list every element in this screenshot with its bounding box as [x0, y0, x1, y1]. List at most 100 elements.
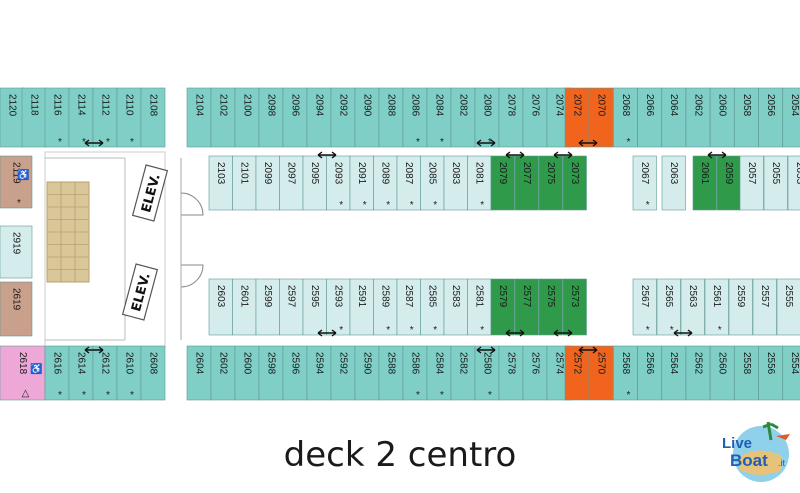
cabin-box	[402, 345, 428, 401]
cabin-number: 2062	[692, 94, 703, 117]
cabin-2073: 2073	[562, 155, 587, 211]
cabin-number: 2110	[123, 94, 134, 116]
cabin-2554: 2554	[782, 345, 800, 401]
star-mark: *	[363, 200, 367, 211]
cabin-2075: 2075	[538, 155, 563, 211]
cabin-box	[564, 87, 590, 148]
cabin-2070: 2070	[588, 87, 614, 148]
cabin-number: 2075	[545, 162, 556, 185]
cabin-number: 2616	[51, 352, 62, 375]
cabin-2616: 2616 *	[44, 345, 70, 401]
cabin-number: 2119	[10, 162, 21, 184]
elevator-lower: ELEV.	[121, 263, 159, 321]
cabin-2561: 2561*	[704, 278, 729, 336]
cabin-number: 2079	[497, 162, 508, 185]
elevator-box	[131, 164, 169, 222]
cabin-2118: 2118	[21, 87, 47, 148]
cabin-number: 2578	[505, 352, 516, 375]
cabin-number: 2599	[262, 285, 273, 308]
cabin-box	[210, 87, 236, 148]
cabin-box	[498, 345, 524, 401]
cabin-number: 2073	[569, 162, 580, 185]
cabin-box	[450, 345, 476, 401]
cabin-number: 2570	[596, 352, 607, 375]
cabin-number: 2072	[571, 94, 582, 117]
cabin-box	[498, 87, 524, 148]
cabin-2119: 2119 *	[0, 155, 33, 209]
cabin-2091: 2091*	[349, 155, 374, 211]
cabin-2568: 2568*	[613, 345, 638, 401]
cabin-number: 2585	[427, 285, 438, 308]
cabin-2565: 2565*	[656, 278, 681, 336]
cabin-box	[426, 345, 452, 401]
cabin-number: 2564	[668, 352, 679, 375]
star-mark: *	[58, 137, 62, 148]
cabin-2077: 2077	[514, 155, 539, 211]
cabin-number: 2084	[433, 94, 444, 117]
cabin-2576: 2576	[522, 345, 548, 401]
cabin-box	[661, 87, 687, 148]
cabin-2588: 2588	[378, 345, 404, 401]
star-mark: *	[82, 390, 86, 401]
cabin-box	[763, 155, 788, 211]
cabin-box	[44, 345, 70, 401]
cabin-2062: 2062	[685, 87, 711, 148]
cabin-box	[782, 345, 800, 401]
cabin-box	[758, 87, 783, 148]
cabin-number: 2089	[380, 162, 391, 185]
cabin-2088: 2088	[378, 87, 404, 148]
cabin-2593: 2593 *	[326, 278, 351, 336]
cabin-number: 2080	[481, 94, 492, 117]
connecting-door-arrows	[84, 139, 727, 354]
cabin-box	[0, 345, 46, 401]
star-mark: *	[339, 325, 343, 336]
cabin-number: 2100	[241, 94, 252, 117]
cabin-number: 2055	[770, 162, 781, 185]
star-mark: *	[130, 137, 134, 148]
double-arrow-icon	[505, 329, 525, 337]
cabin-number: 2082	[457, 94, 468, 117]
cabin-number: 2056	[765, 94, 776, 117]
cabin-2058: 2058	[734, 87, 759, 148]
star-mark: *	[58, 390, 62, 401]
cabin-box	[680, 278, 705, 336]
cabin-box	[637, 87, 662, 148]
cabin-2056: 2056	[758, 87, 783, 148]
cabin-number: 2108	[147, 94, 158, 117]
cabin-2600: 2600	[234, 345, 260, 401]
cabin-number: 2592	[337, 352, 348, 375]
star-mark: *	[626, 137, 630, 148]
cabin-number: 2097	[286, 162, 297, 185]
cabin-number: 2579	[497, 285, 508, 308]
cabin-number: 2582	[457, 352, 468, 375]
cabin-number: 2583	[450, 285, 461, 308]
cabin-2599: 2599	[255, 278, 280, 336]
cabin-box	[0, 225, 33, 279]
cabin-2097: 2097	[279, 155, 304, 211]
cabin-2567: 2567*	[632, 278, 657, 336]
cabin-number: 2602	[217, 352, 228, 375]
cabin-2057: 2057	[739, 155, 764, 211]
cabin-number: 2068	[620, 94, 631, 117]
cabin-box	[282, 87, 308, 148]
cabin-number: 2058	[741, 94, 752, 117]
double-arrow-icon	[553, 329, 573, 337]
cabin-number: 2593	[333, 285, 344, 308]
star-mark: *	[339, 200, 343, 211]
cabin-2101: 2101	[232, 155, 257, 211]
cabin-box	[514, 278, 539, 336]
cabin-number: 2594	[313, 352, 324, 375]
cabin-box	[474, 345, 500, 401]
cabin-number: 2067	[639, 162, 650, 185]
logo-text-live: Live	[722, 435, 752, 452]
cabin-number: 2614	[75, 352, 86, 375]
cabin-2072: 2072	[564, 87, 590, 148]
cabin-box	[116, 87, 142, 148]
star-mark: *	[17, 198, 21, 209]
cabin-box	[92, 345, 118, 401]
cabin-2584: 2584*	[426, 345, 452, 401]
double-arrow-icon	[84, 139, 104, 147]
star-mark: *	[82, 137, 86, 148]
cabin-box	[514, 155, 539, 211]
cabin-box	[704, 278, 729, 336]
